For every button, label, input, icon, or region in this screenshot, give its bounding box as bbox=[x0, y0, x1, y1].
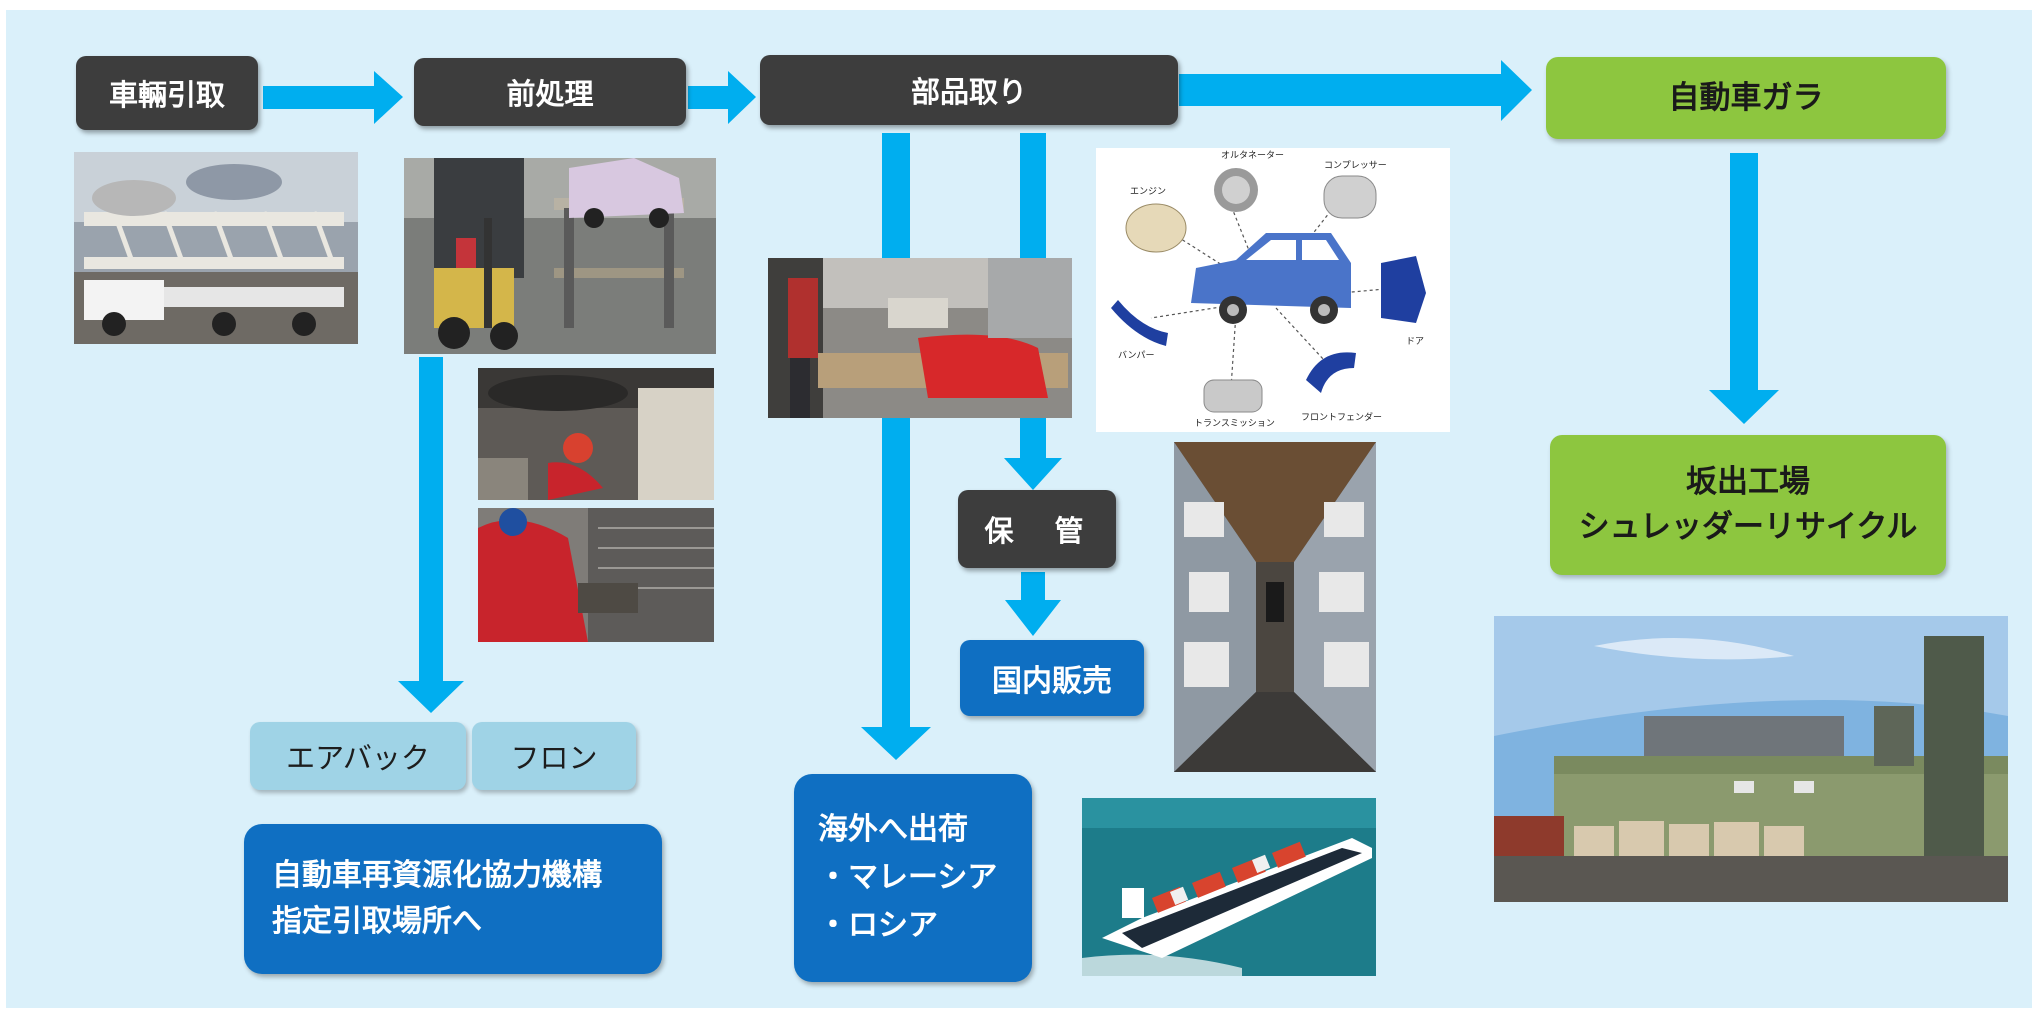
arrow-pretreatment-to-parts bbox=[688, 71, 756, 124]
label-transmission: トランスミッション bbox=[1194, 418, 1275, 429]
step-parts-removal-label: 部品取り bbox=[910, 75, 1027, 109]
export-line2: ・マレーシア bbox=[818, 860, 998, 895]
step-vehicle-pickup: 車輛引取 bbox=[76, 56, 258, 130]
export-line1: 海外へ出荷 bbox=[818, 812, 968, 847]
jarp-line1: 自動車再資源化協力機構 bbox=[272, 857, 602, 893]
photo-forklift bbox=[404, 158, 716, 354]
label-bumper: バンパー bbox=[1118, 350, 1154, 361]
domestic-sales-label: 国内販売 bbox=[992, 664, 1112, 699]
jarp-line2: 指定引取場所へ bbox=[272, 904, 482, 939]
photo-parts-removal bbox=[768, 258, 1072, 418]
shredder-line1: 坂出工場 bbox=[1686, 464, 1810, 501]
arrow-storage-to-sales bbox=[1005, 572, 1061, 636]
arrow-pickup-to-pretreatment bbox=[263, 71, 403, 124]
shredder-line2: シュレッダーリサイクル bbox=[1578, 509, 1918, 545]
arrow-pretreatment-down bbox=[398, 357, 464, 713]
storage-box: 保 管 bbox=[958, 490, 1116, 568]
airbag-box: エアバック bbox=[250, 722, 466, 790]
freon-box: フロン bbox=[472, 722, 636, 790]
label-compressor: コンプレッサー bbox=[1324, 160, 1387, 171]
step-parts-removal: 部品取り bbox=[760, 55, 1178, 125]
label-door: ドア bbox=[1406, 337, 1424, 347]
photo-container-ship bbox=[1082, 798, 1376, 976]
parts-diagram: オルタネーター コンプレッサー エンジン バンパー ドア トランスミッション フ… bbox=[1096, 148, 1450, 432]
arrow-parts-down-export bbox=[861, 133, 931, 760]
step-pretreatment: 前処理 bbox=[414, 58, 686, 126]
photo-warehouse bbox=[1174, 442, 1376, 772]
step-pretreatment-label: 前処理 bbox=[506, 77, 594, 111]
photo-car-carrier bbox=[74, 152, 358, 344]
step-car-shell-label: 自動車ガラ bbox=[1668, 79, 1824, 116]
photo-freon-recovery bbox=[478, 508, 714, 642]
export-box: 海外へ出荷 ・マレーシア ・ロシア bbox=[794, 774, 1032, 982]
shredder-box: 坂出工場 シュレッダーリサイクル bbox=[1550, 435, 1946, 575]
arrow-shell-to-shredder bbox=[1709, 153, 1779, 424]
airbag-label: エアバック bbox=[286, 741, 430, 775]
domestic-sales-box: 国内販売 bbox=[960, 640, 1144, 716]
jarp-destination-box: 自動車再資源化協力機構 指定引取場所へ bbox=[244, 824, 662, 974]
step-car-shell: 自動車ガラ bbox=[1546, 57, 1946, 139]
label-alternator: オルタネーター bbox=[1221, 150, 1284, 161]
export-line3: ・ロシア bbox=[818, 908, 938, 943]
flow-diagram-canvas: 車輛引取 前処理 部品取り 自動車ガラ 坂出工場 シュレッダーリサイクル エアバ… bbox=[6, 10, 2032, 1008]
label-engine: エンジン bbox=[1130, 187, 1166, 197]
arrow-parts-to-shell bbox=[1179, 60, 1532, 121]
freon-label: フロン bbox=[510, 741, 598, 775]
label-front-fender: フロントフェンダー bbox=[1301, 411, 1382, 423]
photo-undercar-work bbox=[478, 368, 714, 500]
storage-label: 保 管 bbox=[984, 514, 1090, 548]
step-vehicle-pickup-label: 車輛引取 bbox=[108, 78, 225, 112]
photo-sakaide-factory bbox=[1494, 616, 2008, 902]
